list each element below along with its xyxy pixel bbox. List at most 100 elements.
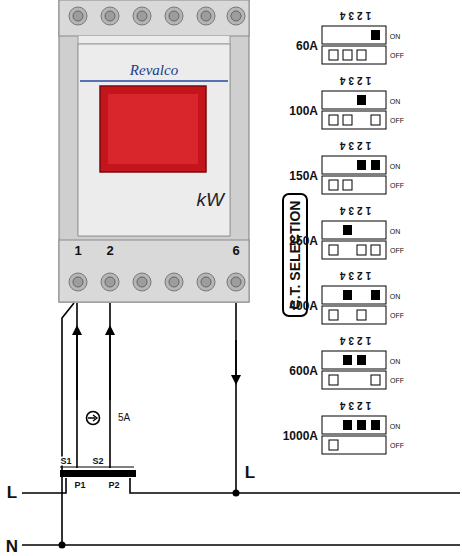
- terminal-screw: [201, 11, 211, 21]
- terminal-screw: [69, 273, 87, 291]
- dip-switch-off: [329, 245, 338, 255]
- dip-off-row: [322, 176, 386, 194]
- selection-box: C.T. SELECTION: [282, 193, 308, 318]
- dip-switch-off: [329, 115, 338, 125]
- terminal-screw: [137, 11, 147, 21]
- terminal-number: 6: [232, 244, 239, 257]
- current-source-symbol: [87, 412, 100, 425]
- brand-name: Revalco: [130, 63, 178, 78]
- line-wire: [130, 478, 460, 493]
- dip-switch-off: [357, 310, 366, 320]
- terminal-screw: [101, 273, 119, 291]
- line-wire: [235, 303, 237, 492]
- display: [100, 86, 206, 172]
- terminal-screw: [227, 273, 245, 291]
- ct-rating: 400A: [289, 300, 318, 312]
- display-window: [108, 94, 198, 164]
- terminal-screw: [73, 277, 83, 287]
- dip-switch-on: [343, 290, 352, 300]
- ct-rating: 1000A: [283, 430, 318, 442]
- on-label: ON: [390, 163, 401, 170]
- off-label: OFF: [390, 247, 404, 254]
- terminal-number: 2: [106, 244, 113, 257]
- brand-rule: [80, 80, 228, 81]
- dip-switch-on: [357, 355, 366, 365]
- current-source-arrow: [88, 415, 97, 421]
- off-label: OFF: [390, 52, 404, 59]
- dip-switch-off: [343, 50, 352, 60]
- dip-switch-on: [343, 355, 352, 365]
- on-label: ON: [390, 228, 401, 235]
- terminal-screw: [165, 7, 183, 25]
- dip-on-row: [322, 416, 386, 434]
- dip-on-row: [322, 26, 386, 44]
- line-label: L: [6, 484, 18, 501]
- housing: [59, 0, 249, 302]
- ct-core: [60, 470, 136, 477]
- off-label: OFF: [390, 312, 404, 319]
- dip-off-row: [322, 306, 386, 324]
- dip-switch-off: [357, 245, 366, 255]
- switch-numbers: 1234: [337, 270, 371, 280]
- dip-off-row: [322, 371, 386, 389]
- ct-rating: 60A: [296, 40, 318, 52]
- dip-switch-on: [357, 420, 366, 430]
- terminal-screw: [101, 7, 119, 25]
- off-label: OFF: [390, 182, 404, 189]
- dip-switch-off: [329, 440, 338, 450]
- terminal-screw: [69, 7, 87, 25]
- terminal-band: [59, 240, 249, 302]
- dip-switch-off: [371, 115, 380, 125]
- terminal-number: 1: [74, 244, 81, 257]
- neutral-wire: [62, 303, 74, 545]
- current-arrow: [109, 330, 111, 400]
- switch-numbers: 1234: [337, 75, 371, 85]
- switch-numbers: 1234: [337, 10, 371, 20]
- dip-on-row: [322, 286, 386, 304]
- dip-on-row: [322, 156, 386, 174]
- current-rating: 5A: [117, 413, 131, 423]
- neutral-line: [22, 544, 460, 546]
- terminal-screw: [165, 273, 183, 291]
- dip-off-row: [322, 46, 386, 64]
- dip-switch-on: [371, 420, 380, 430]
- terminal-band: [59, 0, 249, 36]
- meter-housing: Revalco kW: [58, 0, 250, 304]
- terminal-screw: [201, 277, 211, 287]
- dip-switch-on: [357, 95, 366, 105]
- dip-switch-off: [371, 375, 380, 385]
- dip-off-row: [322, 436, 386, 454]
- terminal-screw: [197, 7, 215, 25]
- terminal-screw: [133, 7, 151, 25]
- off-label: OFF: [390, 442, 404, 449]
- unit-label: kW: [197, 190, 224, 209]
- on-label: ON: [390, 33, 401, 40]
- terminal-screw: [105, 11, 115, 21]
- terminal-screw: [137, 277, 147, 287]
- ct-terminal: P1: [73, 481, 86, 490]
- ct-winding: [60, 467, 134, 468]
- terminal-screw: [169, 277, 179, 287]
- ct-rating: 100A: [289, 105, 318, 117]
- current-arrow: [76, 330, 78, 400]
- dip-switch-on: [371, 30, 380, 40]
- ct-terminal: S1: [59, 457, 72, 466]
- terminal-screw: [197, 273, 215, 291]
- dip-switch-off: [329, 50, 338, 60]
- terminal-screw: [105, 277, 115, 287]
- neutral-label: N: [5, 538, 19, 555]
- front-panel: [78, 36, 230, 236]
- terminal-screw: [169, 11, 179, 21]
- dip-switch-on: [371, 290, 380, 300]
- selection-title: C.T. SELECTION: [288, 201, 302, 310]
- dip-switch-on: [343, 420, 352, 430]
- switch-numbers: 1234: [337, 400, 371, 410]
- line-wire: [22, 478, 66, 493]
- dip-on-row: [322, 351, 386, 369]
- on-label: ON: [390, 358, 401, 365]
- dip-switch-on: [371, 160, 380, 170]
- terminal-screw: [231, 11, 241, 21]
- current-arrow: [235, 340, 237, 380]
- dip-off-row: [322, 241, 386, 259]
- switch-numbers: 1234: [337, 140, 371, 150]
